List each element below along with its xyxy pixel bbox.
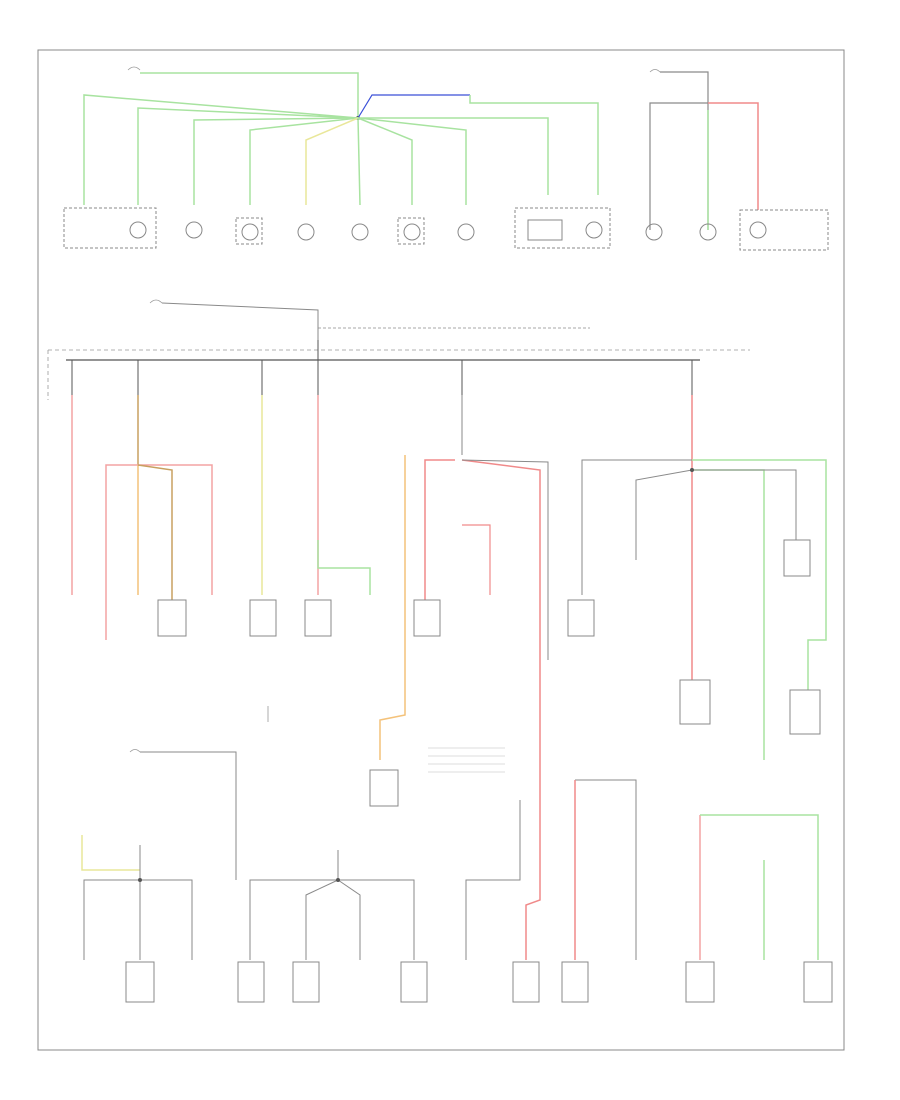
wire-gray-lower-5 (305, 879, 339, 960)
lower-box-6 (561, 961, 589, 1003)
lower-accessory-section (81, 749, 833, 1003)
lamp-7 (457, 223, 475, 241)
instrument-cluster-box-1 (63, 207, 157, 249)
wire-tan-f2b (137, 464, 173, 600)
wire-green-top (140, 72, 359, 118)
wire-green-right2 (358, 117, 549, 195)
lamp-3 (241, 223, 259, 241)
wire-gray-lower-1 (83, 845, 141, 960)
wire-green-branch-6 (357, 117, 361, 206)
wire-gray-lower-3 (140, 879, 193, 960)
wire-green-f4 (317, 540, 371, 595)
lamp-10 (699, 223, 717, 241)
splice-junction-right (690, 468, 694, 472)
lower-box-4 (400, 961, 428, 1003)
wire-gray-f5c (461, 459, 549, 660)
lamp-8 (585, 221, 603, 239)
lamp-5 (351, 223, 369, 241)
ground-symbol-lower (129, 749, 141, 753)
lower-box-7 (685, 961, 715, 1003)
relay-box-9 (369, 769, 399, 807)
wire-red-f5b (461, 459, 541, 960)
splice-lower-2 (336, 878, 340, 882)
lamp-box-6 (397, 217, 425, 245)
relay-box-2 (249, 599, 277, 637)
relay-box-7 (679, 679, 711, 725)
lamp-11 (749, 221, 767, 239)
wire-gray-lower-feed (140, 751, 237, 880)
wire-pink-f2-branch (105, 464, 213, 640)
wire-gray-f6e (635, 469, 693, 560)
relay-box-8 (789, 689, 821, 735)
wire-green-lower-1 (700, 814, 819, 960)
diagram-frame (37, 49, 845, 1051)
wire-green-branch-1 (83, 94, 359, 205)
wire-gray-lower-8 (465, 800, 521, 960)
lower-box-8 (803, 961, 833, 1003)
lamp-1 (129, 221, 147, 239)
relay-box-4 (413, 599, 441, 637)
wire-gray-top-right (660, 71, 709, 103)
lower-box-1 (125, 961, 155, 1003)
lower-box-3 (292, 961, 320, 1003)
wire-red-top-right (708, 102, 759, 210)
instrument-cluster-box-2 (514, 207, 611, 249)
relay-box-3 (304, 599, 332, 637)
lamp-9 (645, 223, 663, 241)
instrument-cluster-box-3 (739, 209, 829, 251)
lower-box-5 (512, 961, 540, 1003)
top-instrument-section (63, 66, 829, 251)
wire-yellow-lower (81, 835, 140, 871)
cluster-display (527, 219, 563, 241)
wire-blue-top (357, 94, 470, 119)
wire-red-f5a (424, 459, 455, 600)
lamp-2 (185, 221, 203, 239)
wire-green-right (469, 95, 599, 195)
wire-green-branch-8 (357, 117, 467, 205)
wire-gray-lamps (649, 102, 709, 230)
wire-green-f6c (692, 469, 765, 760)
wire-green-branch-3 (193, 117, 359, 205)
relay-box-6 (783, 539, 811, 577)
wire-green-f6b (692, 459, 827, 690)
wire-yellow-branch-5 (305, 117, 359, 205)
wire-gray-lower-6 (337, 879, 361, 960)
lamp-box-3 (235, 217, 263, 245)
lamp-6 (403, 223, 421, 241)
wire-green-branch-2 (137, 107, 359, 205)
wire-gray-lower-7 (338, 879, 415, 960)
wire-gray-fuse-feed (161, 302, 319, 340)
wire-green-branch-7 (357, 117, 413, 205)
wire-orange-f5 (379, 455, 406, 760)
wire-gray-f6a (581, 459, 692, 595)
connector-table (428, 747, 505, 773)
wire-gray-f6d (692, 469, 797, 540)
wire-gray-lower-9 (575, 779, 637, 960)
relay-box-1 (157, 599, 187, 637)
ground-symbol-top-left (127, 66, 141, 71)
wire-gray-lower-4 (249, 850, 339, 960)
wire-green-branch-4 (249, 117, 359, 205)
relay-box-5 (567, 599, 595, 637)
splice-lower-1 (138, 878, 142, 882)
wire-red-f5d (462, 524, 491, 595)
lower-box-2 (237, 961, 265, 1003)
ground-symbol-top-right (649, 69, 661, 73)
ground-symbol-fuse (149, 299, 163, 304)
lamp-4 (297, 223, 315, 241)
fuse-panel-section (47, 299, 827, 960)
